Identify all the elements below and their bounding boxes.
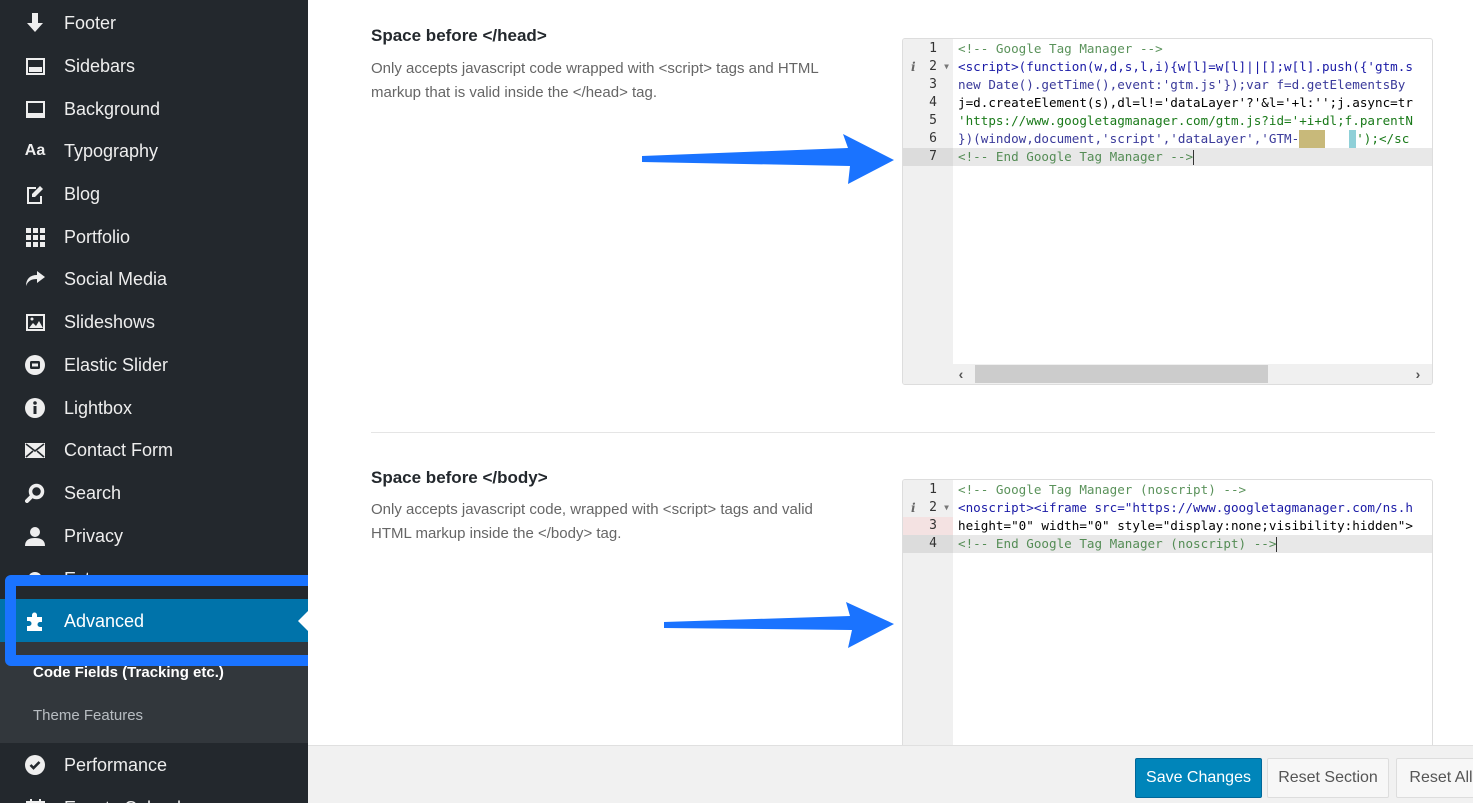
scroll-right-icon[interactable]: › (1415, 366, 1421, 382)
sidebar-item-privacy[interactable]: Privacy (0, 518, 308, 554)
code-line: })(window,document,'script','dataLayer',… (958, 130, 1410, 148)
submenu-code-fields[interactable]: Code Fields (Tracking etc.) (33, 664, 224, 681)
sidebar-item-performance[interactable]: Performance (0, 747, 308, 783)
sidebar-item-elastic-slider[interactable]: Elastic Slider (0, 347, 308, 383)
info-icon: i (911, 60, 916, 74)
edit-page-icon (24, 183, 46, 205)
code-line: <!-- End Google Tag Manager --> (953, 148, 1432, 166)
sidebar-item-social-media[interactable]: Social Media (0, 261, 308, 297)
sidebar-item-portfolio[interactable]: Portfolio (0, 219, 308, 255)
code-line: <!-- Google Tag Manager --> (958, 41, 1163, 56)
sidebar-item-slideshows[interactable]: Slideshows (0, 304, 308, 340)
checkmark-circle-icon (24, 754, 46, 776)
code-line: <script>(function(w,d,s,l,i){w[l]=w[l]||… (958, 59, 1413, 74)
fold-arrow-icon[interactable]: ▼ (944, 503, 949, 512)
editor-code-area[interactable]: <!-- Google Tag Manager (noscript) --> <… (953, 480, 1432, 758)
body-section-title: Space before </body> (371, 468, 548, 487)
code-line: 'https://www.googletagmanager.com/gtm.js… (958, 113, 1413, 128)
admin-sidebar: Footer Sidebars Background Aa Typography… (0, 0, 308, 803)
advanced-submenu: Code Fields (Tracking etc.) Theme Featur… (0, 642, 308, 743)
sidebar-item-lightbox[interactable]: Lightbox (0, 390, 308, 426)
code-line: <noscript><iframe src="https://www.googl… (958, 500, 1413, 515)
calendar-icon (24, 797, 46, 803)
monitor-icon (24, 98, 46, 120)
sidebar-layout-icon (24, 55, 46, 77)
sidebar-item-extra[interactable]: Extra (0, 561, 308, 597)
image-icon (24, 311, 46, 333)
scroll-left-icon[interactable]: ‹ (958, 366, 964, 382)
slider-circle-icon (24, 354, 46, 376)
head-section-description: Only accepts javascript code wrapped wit… (371, 60, 819, 101)
horizontal-scrollbar[interactable]: ‹ › (953, 364, 1432, 384)
body-section-description: Only accepts javascript code, wrapped wi… (371, 501, 813, 542)
submenu-theme-features[interactable]: Theme Features (33, 707, 144, 724)
code-line: <!-- Google Tag Manager (noscript) --> (958, 482, 1247, 497)
info-icon: i (911, 501, 916, 515)
annotation-arrow-icon (664, 602, 894, 648)
options-footer-bar: Save Changes Reset Section Reset All (308, 745, 1473, 803)
sidebar-item-contact-form[interactable]: Contact Form (0, 432, 308, 468)
sidebar-item-sidebars[interactable]: Sidebars (0, 48, 308, 84)
sidebar-item-background[interactable]: Background (0, 91, 308, 127)
fold-arrow-icon[interactable]: ▼ (944, 62, 949, 71)
gear-icon (24, 568, 46, 590)
code-line: new Date().getTime(),event:'gtm.js'});va… (958, 77, 1406, 92)
save-changes-button[interactable]: Save Changes (1135, 758, 1262, 798)
code-line: height="0" width="0" style="display:none… (958, 518, 1413, 533)
puzzle-icon (24, 610, 46, 632)
typography-icon: Aa (24, 142, 46, 159)
sidebar-item-footer[interactable]: Footer (0, 5, 308, 41)
text-cursor (1276, 537, 1278, 552)
head-section-title: Space before </head> (371, 26, 547, 45)
sidebar-item-events-calendar[interactable]: Events Calendar (0, 790, 308, 803)
share-arrow-icon (24, 268, 46, 290)
code-line: <!-- End Google Tag Manager (noscript) -… (953, 535, 1432, 553)
main-content: Space before </head> Only accepts javasc… (308, 0, 1473, 803)
scrollbar-thumb[interactable] (975, 365, 1268, 383)
code-line: j=d.createElement(s),dl=l!='dataLayer'?'… (958, 95, 1413, 110)
arrow-down-icon (24, 12, 46, 34)
text-cursor (1193, 150, 1195, 165)
reset-all-button[interactable]: Reset All (1396, 758, 1473, 798)
sidebar-item-blog[interactable]: Blog (0, 176, 308, 212)
section-divider (371, 432, 1435, 433)
user-icon (24, 525, 46, 547)
grid-icon (24, 226, 46, 248)
sidebar-item-advanced[interactable]: Advanced (0, 599, 308, 643)
reset-section-button[interactable]: Reset Section (1267, 758, 1389, 798)
redacted-id-block (1299, 130, 1326, 148)
sidebar-item-typography[interactable]: Aa Typography (24, 140, 159, 161)
envelope-icon (24, 439, 46, 461)
sidebar-item-search[interactable]: Search (0, 475, 308, 511)
info-icon (24, 397, 46, 419)
editor-code-area[interactable]: <!-- Google Tag Manager --> <script>(fun… (953, 39, 1432, 384)
search-icon (24, 482, 46, 504)
annotation-arrow-icon (642, 134, 894, 184)
